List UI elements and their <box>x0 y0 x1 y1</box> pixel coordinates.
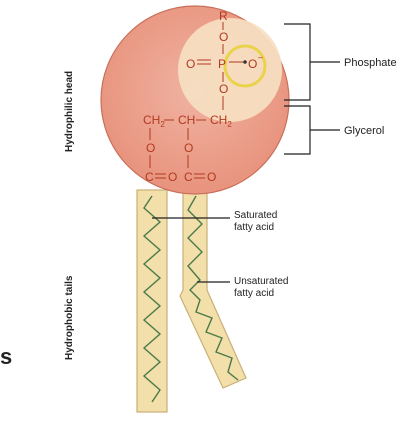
hydrophilic-head-label: Hydrophilic head <box>64 71 75 152</box>
unsaturated-tail <box>179 189 247 389</box>
oxygen-right: O <box>248 57 257 71</box>
carbonyl-carbon-2: C <box>184 170 193 184</box>
phosphate-bracket <box>284 23 340 101</box>
r-group-label: R <box>219 9 228 23</box>
phosphate-region <box>178 18 282 122</box>
saturated-zigzag <box>142 195 162 403</box>
ch-middle: CH <box>178 113 195 127</box>
oxygen-charge: – <box>258 52 263 62</box>
phosphate-label: Phosphate <box>344 57 397 69</box>
glycerol-label: Glycerol <box>344 125 384 137</box>
oxygen-left: O <box>186 57 195 71</box>
phosphorus: P <box>218 57 226 71</box>
cropped-edge-text: s <box>0 344 13 369</box>
unsaturated-zigzag <box>187 195 239 381</box>
cursor-highlight <box>223 44 267 88</box>
unsaturated-label-line1: Unsaturated <box>234 276 288 287</box>
oxygen-ester-1: O <box>146 141 155 155</box>
saturated-label-line1: Saturated <box>234 210 277 221</box>
ch2-right: CH2 <box>210 113 232 129</box>
carbonyl-oxygen-1: O <box>168 170 177 184</box>
unsaturated-label-line2: fatty acid <box>234 288 274 299</box>
oxygen-top: O <box>219 30 228 44</box>
saturated-label-line2: fatty acid <box>234 222 274 233</box>
oxygen-ester-2: O <box>184 141 193 155</box>
glycerol-bracket <box>284 105 340 155</box>
saturated-tail <box>136 189 168 413</box>
oxygen-bottom: O <box>219 82 228 96</box>
carbonyl-oxygen-2: O <box>207 170 216 184</box>
carbonyl-carbon-1: C <box>145 170 154 184</box>
ch2-left: CH2 <box>143 113 165 129</box>
hydrophobic-tails-label: Hydrophobic tails <box>64 275 75 360</box>
